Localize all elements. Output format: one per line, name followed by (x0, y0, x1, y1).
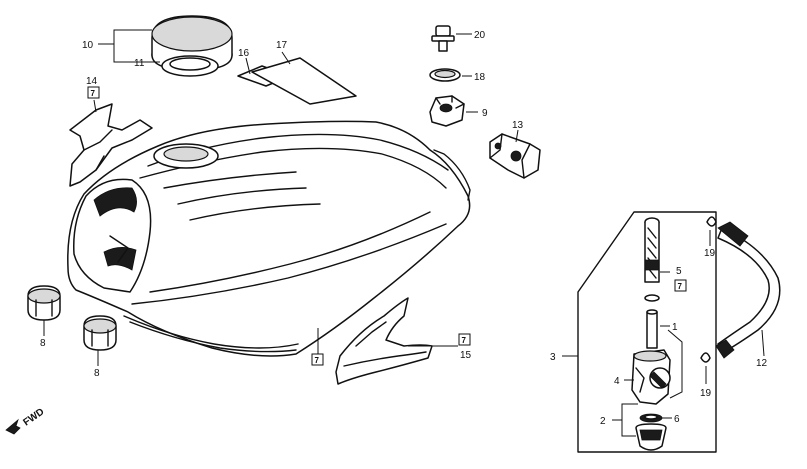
sediment-cup (635, 423, 667, 451)
callout-13: 13 (512, 120, 524, 131)
boxed-ref-tank-text: 7 (315, 356, 320, 365)
callout-18: 18 (474, 72, 486, 83)
strainer-o-ring (644, 294, 660, 302)
forward-direction-label: FWD (21, 406, 46, 428)
rubber-bushing-upper (27, 285, 61, 321)
tank-decal-left (69, 103, 153, 187)
callout-5: 5 (676, 266, 682, 277)
rubber-bushing-lower (83, 315, 117, 351)
callout-16: 16 (238, 48, 250, 59)
callout-1: 1 (672, 322, 678, 333)
boxed-ref-14-text: 7 (91, 89, 96, 98)
boxed-ref-14: 7 (87, 86, 100, 99)
callout-17: 17 (276, 40, 288, 51)
boxed-ref-tank: 7 (311, 353, 324, 366)
boxed-ref-5-text: 7 (678, 282, 683, 291)
flange-bolt (431, 25, 455, 52)
tank-decal-right (335, 297, 433, 385)
callout-19-upper: 19 (704, 248, 716, 259)
sediment-cup-o-ring (639, 413, 663, 423)
forward-direction-arrow-icon (5, 418, 21, 435)
callout-6: 6 (674, 414, 680, 425)
fuel-pipe (646, 309, 658, 349)
callout-14: 14 (86, 76, 98, 87)
fuel-valve-assembly-frame (577, 211, 717, 453)
caution-label-large (251, 57, 357, 105)
callout-11: 11 (134, 58, 145, 69)
callout-12: 12 (756, 358, 768, 369)
fuel-valve-body (631, 349, 671, 405)
callout-3: 3 (550, 352, 556, 363)
callout-15: 15 (460, 350, 472, 361)
rubber-washer (429, 68, 461, 82)
callout-20: 20 (474, 30, 486, 41)
rear-mount-cushion (429, 95, 465, 127)
callout-4: 4 (614, 376, 620, 387)
leader-lines (43, 29, 765, 437)
tube-clip-upper (706, 216, 717, 227)
boxed-ref-15: 7 (458, 333, 471, 346)
fuel-tank (67, 120, 471, 357)
callout-19-lower: 19 (700, 388, 712, 399)
fuel-tube (715, 221, 781, 359)
boxed-ref-15-text: 7 (462, 336, 467, 345)
callout-2: 2 (600, 416, 606, 427)
callout-9: 9 (482, 108, 488, 119)
fuel-cap-gasket (161, 55, 219, 77)
tube-clip-lower (700, 352, 711, 363)
callout-8-lower: 8 (94, 368, 100, 379)
callout-8-upper: 8 (40, 338, 46, 349)
front-mount-cushion (489, 133, 541, 179)
boxed-ref-5: 7 (674, 279, 687, 292)
fuel-strainer-screen (644, 217, 660, 283)
callout-10: 10 (82, 40, 94, 51)
